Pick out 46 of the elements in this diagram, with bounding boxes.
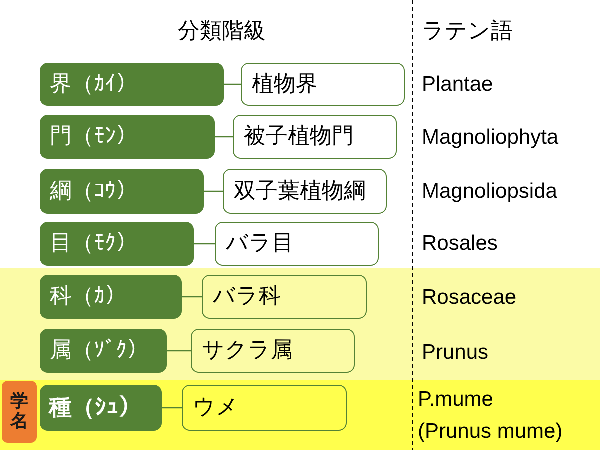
name-box bbox=[202, 275, 367, 319]
rank-box bbox=[40, 329, 167, 373]
connector-line bbox=[204, 190, 223, 192]
connector-line bbox=[162, 407, 182, 409]
name-box bbox=[241, 63, 405, 106]
rank-label: 綱（ｺｳ） bbox=[50, 178, 138, 206]
latin-name: Rosaceae bbox=[422, 285, 518, 311]
rank-box bbox=[40, 275, 182, 319]
name-box bbox=[182, 385, 347, 431]
rank-box bbox=[40, 63, 224, 106]
connector-line bbox=[224, 84, 241, 86]
connector-line bbox=[182, 296, 202, 298]
japanese-name: ウメ bbox=[193, 394, 239, 422]
latin-name: Prunus bbox=[422, 340, 490, 366]
latin-name: P.mume (Prunus mume) bbox=[418, 387, 564, 445]
latin-name: Magnoliopsida bbox=[422, 179, 558, 205]
rank-label: 目（ﾓｸ） bbox=[50, 230, 138, 258]
connector-line bbox=[194, 243, 215, 245]
name-box bbox=[233, 115, 397, 159]
rank-box bbox=[40, 385, 162, 431]
japanese-name: サクラ属 bbox=[202, 337, 293, 365]
japanese-name: 被子植物門 bbox=[244, 123, 354, 151]
japanese-name: 双子葉植物綱 bbox=[234, 178, 366, 206]
rank-label: 属（ｿﾞｸ） bbox=[50, 337, 149, 365]
latin-name: Rosales bbox=[422, 231, 499, 257]
japanese-name: 植物界 bbox=[252, 70, 318, 98]
tag-box bbox=[2, 381, 37, 443]
rank-box bbox=[40, 222, 194, 266]
column-header: 分類階級 bbox=[177, 18, 267, 46]
name-box bbox=[223, 169, 387, 214]
rank-box bbox=[40, 169, 204, 214]
column-header: ラテン語 bbox=[422, 18, 514, 46]
latin-name: Plantae bbox=[422, 72, 494, 98]
rank-label: 界（ｶｲ） bbox=[50, 70, 138, 98]
rank-box bbox=[40, 115, 215, 159]
connector-line bbox=[215, 136, 233, 138]
rank-label: 種（ｼｭ） bbox=[49, 394, 142, 422]
connector-line bbox=[167, 350, 191, 352]
rank-label: 門（ﾓﾝ） bbox=[50, 123, 138, 151]
tag-label: 学名 bbox=[10, 392, 28, 432]
latin-name: Magnoliophyta bbox=[422, 125, 560, 151]
japanese-name: バラ目 bbox=[226, 230, 294, 258]
name-box bbox=[215, 222, 379, 266]
rank-label: 科（ｶ） bbox=[50, 283, 127, 311]
japanese-name: バラ科 bbox=[213, 283, 281, 311]
name-box bbox=[191, 329, 355, 373]
